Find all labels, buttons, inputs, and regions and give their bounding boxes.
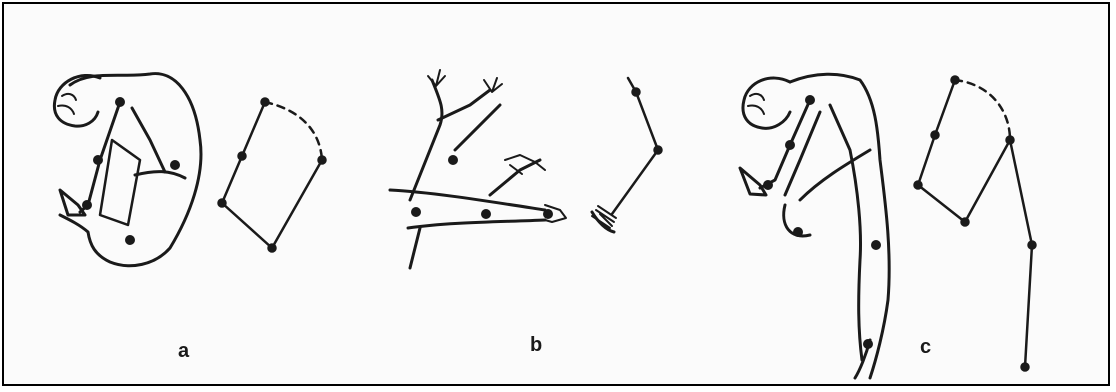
- panel-c-diagram: [915, 77, 1036, 371]
- panel-c-figure: [740, 74, 889, 378]
- panel-b-diagram: [592, 78, 662, 232]
- panel-b-figure: [390, 70, 566, 268]
- panel-a-figure: [54, 74, 201, 266]
- panel-label-a: a: [178, 340, 189, 363]
- panel-label-c: c: [920, 336, 931, 359]
- panel-label-b: b: [530, 334, 542, 357]
- panel-a-diagram: [219, 99, 326, 252]
